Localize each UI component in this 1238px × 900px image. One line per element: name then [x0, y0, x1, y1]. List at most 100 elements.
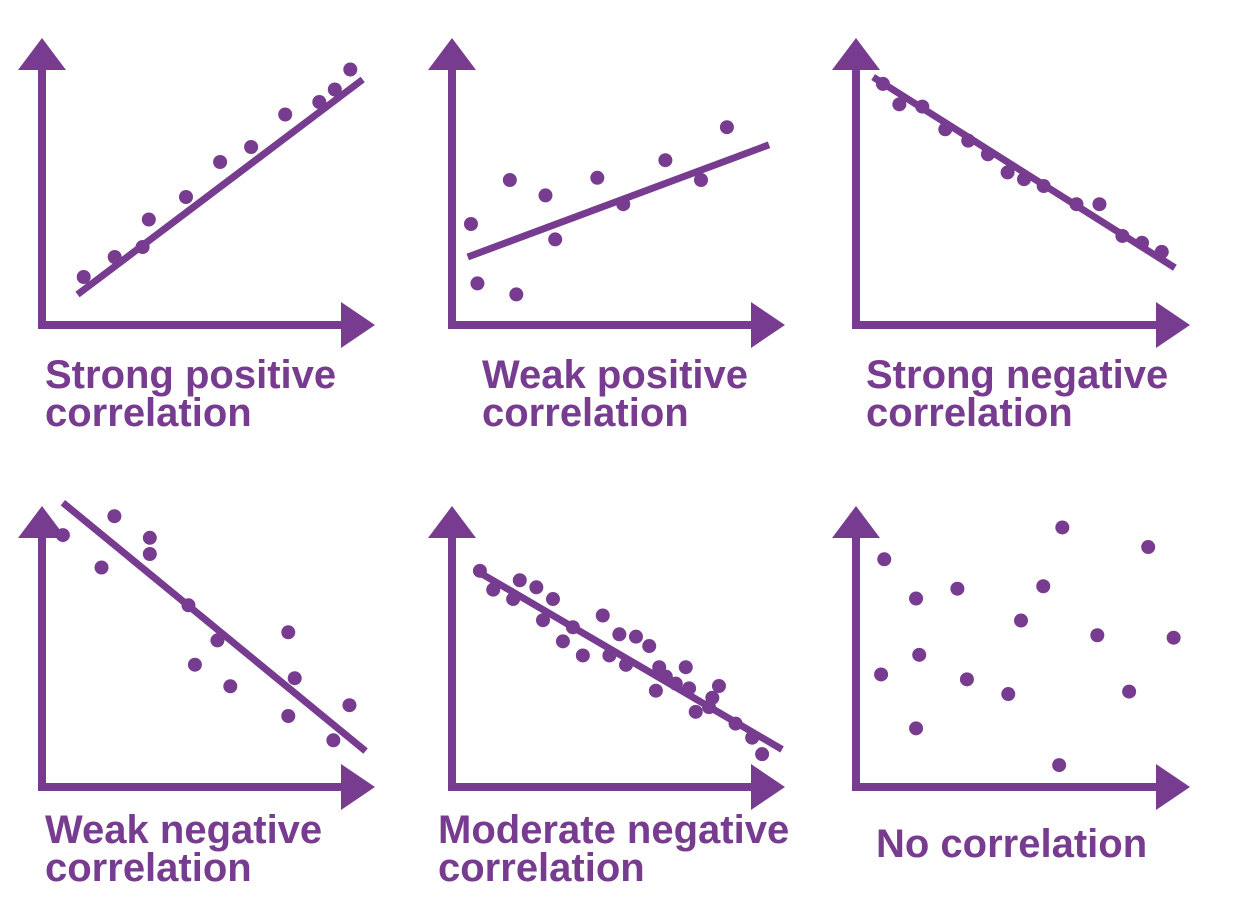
data-point — [512, 573, 527, 588]
data-point — [1000, 165, 1015, 180]
data-point — [244, 140, 259, 154]
data-point — [1092, 197, 1107, 212]
data-point — [1014, 613, 1028, 628]
data-point — [529, 580, 544, 595]
data-point — [619, 657, 633, 672]
data-point — [755, 747, 770, 762]
data-point — [326, 733, 341, 748]
data-point — [915, 99, 930, 114]
data-point — [719, 120, 734, 135]
data-point — [1052, 758, 1067, 773]
data-point — [616, 197, 631, 212]
data-point — [668, 676, 683, 691]
data-point — [961, 133, 976, 148]
data-point — [909, 721, 924, 736]
data-point — [642, 639, 657, 654]
trend-line — [75, 76, 365, 298]
data-point — [1135, 235, 1150, 250]
data-point — [595, 608, 610, 623]
data-point — [938, 122, 953, 137]
data-point — [342, 698, 357, 713]
data-point — [874, 667, 889, 682]
trend-line — [60, 499, 368, 754]
chart-caption-line: Strong positive — [45, 353, 336, 397]
data-point — [1154, 244, 1169, 259]
data-point — [472, 563, 487, 578]
data-point — [658, 153, 673, 168]
data-point — [688, 704, 703, 719]
data-point — [210, 633, 225, 648]
data-point — [575, 648, 590, 663]
data-point — [1090, 628, 1105, 643]
y-axis-arrow-icon — [18, 38, 66, 70]
chart-caption-line: Weak positive — [482, 353, 748, 397]
data-point — [142, 530, 157, 545]
chart-caption-line: Moderate negative — [438, 808, 789, 852]
data-point — [648, 683, 663, 698]
data-point — [612, 627, 627, 642]
x-axis-arrow-icon — [1156, 764, 1190, 810]
data-point — [502, 173, 517, 187]
data-point — [590, 170, 605, 185]
chart-caption-line: correlation — [482, 391, 689, 435]
data-point — [312, 95, 327, 109]
data-point — [278, 107, 293, 122]
y-axis-arrow-icon — [832, 38, 880, 70]
data-point — [694, 173, 708, 187]
data-point — [509, 287, 524, 302]
x-axis-arrow-icon — [751, 302, 785, 348]
data-point — [875, 76, 890, 91]
data-point — [1141, 540, 1156, 555]
data-point — [141, 212, 156, 227]
data-point — [628, 629, 643, 644]
data-point — [213, 155, 228, 169]
data-point — [463, 217, 478, 231]
data-point — [179, 190, 193, 204]
chart-caption-line: No correlation — [876, 822, 1147, 866]
y-axis-arrow-icon — [428, 506, 476, 538]
data-point — [506, 592, 521, 607]
data-point — [545, 592, 560, 607]
data-point — [1069, 197, 1084, 212]
data-point — [682, 681, 697, 696]
data-point — [555, 634, 570, 649]
data-point — [548, 232, 563, 247]
data-point — [1115, 228, 1130, 243]
data-point — [343, 62, 358, 77]
data-point — [912, 647, 927, 662]
data-point — [1001, 687, 1016, 702]
x-axis-arrow-icon — [341, 302, 375, 348]
data-point — [187, 657, 202, 672]
chart-caption-line: correlation — [45, 391, 252, 435]
data-point — [1036, 579, 1051, 594]
x-axis-arrow-icon — [1156, 302, 1190, 348]
data-point — [281, 625, 296, 640]
data-point — [142, 547, 157, 561]
data-point — [565, 620, 580, 635]
data-point — [281, 709, 296, 723]
data-point — [602, 648, 617, 663]
data-point — [107, 509, 122, 524]
x-axis-arrow-icon — [341, 764, 375, 810]
chart-caption-line: Strong negative — [866, 353, 1168, 397]
data-point — [76, 270, 91, 284]
data-point — [94, 560, 109, 575]
data-point — [135, 240, 150, 254]
data-point — [327, 82, 342, 97]
data-point — [470, 276, 485, 291]
data-point — [55, 528, 70, 543]
data-point — [1166, 630, 1181, 645]
data-point — [711, 679, 726, 693]
chart-caption-line: Weak negative — [45, 808, 322, 852]
y-axis-arrow-icon — [428, 38, 476, 70]
y-axis-arrow-icon — [832, 506, 880, 538]
data-point — [950, 581, 965, 596]
correlation-chart-6: No correlation — [832, 506, 1190, 866]
x-axis-arrow-icon — [751, 764, 785, 810]
